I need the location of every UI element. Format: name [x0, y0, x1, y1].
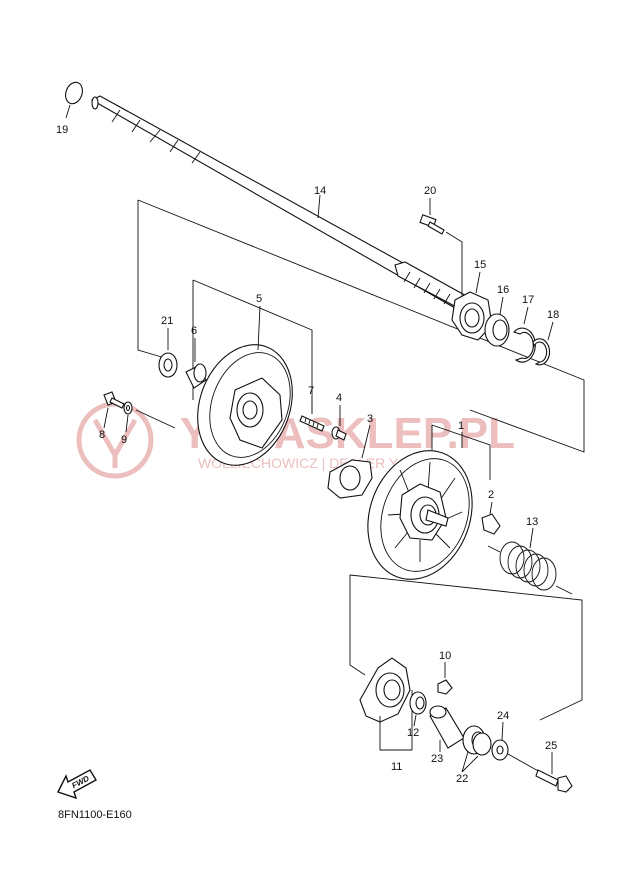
callout-20: 20 [424, 185, 436, 197]
leader-24-guide [507, 753, 541, 773]
stud-bolt-7 [299, 415, 325, 432]
callout-4: 4 [336, 392, 342, 404]
tuning-fork-logo [76, 401, 154, 479]
leader-12 [413, 714, 417, 727]
callout-1: 1 [458, 420, 464, 432]
bushing-22 [462, 725, 492, 756]
bolt-20 [419, 214, 445, 235]
callout-25: 25 [545, 740, 557, 752]
callout-23: 23 [431, 753, 443, 765]
callout-10: 10 [439, 650, 451, 662]
slider-2 [481, 513, 501, 535]
leader-8-guide [135, 409, 176, 429]
bushing-6 [185, 363, 207, 389]
callout-15: 15 [474, 259, 486, 271]
callout-19: 19 [56, 124, 68, 136]
leader-22 [461, 751, 479, 773]
callout-8: 8 [99, 429, 105, 441]
callout-22: 22 [456, 773, 468, 785]
circlip-18 [532, 338, 551, 366]
callout-6: 6 [191, 325, 197, 337]
cam-bracket-11 [359, 657, 411, 723]
o-ring-19 [65, 81, 83, 105]
plate-3 [327, 459, 373, 499]
diagram-code: 8FN1100-E160 [58, 809, 132, 821]
leader-17 [523, 306, 529, 325]
circlip-17 [513, 327, 536, 363]
leader-16 [499, 296, 504, 315]
callout-11: 11 [391, 761, 402, 773]
leader-18 [547, 321, 554, 341]
collar-23 [429, 705, 465, 749]
callout-17: 17 [522, 294, 534, 306]
torsion-spring-13 [487, 541, 573, 595]
bearing-16 [484, 313, 510, 347]
leader-2 [489, 501, 493, 515]
callout-12: 12 [407, 727, 419, 739]
bearing-housing-15 [451, 291, 493, 341]
callout-7: 7 [308, 385, 314, 397]
leader-15 [475, 271, 481, 294]
assembly-frame-spring [431, 424, 491, 480]
callout-13: 13 [526, 516, 538, 528]
washer-24 [491, 739, 509, 761]
forward-arrow-icon: FWD [57, 769, 97, 800]
leader-19 [65, 104, 71, 119]
bolt-8 [103, 391, 125, 409]
washer-9 [123, 401, 133, 415]
callout-14: 14 [314, 185, 326, 197]
leader-3 [361, 424, 371, 459]
bushing-12 [409, 691, 427, 715]
screw-4 [331, 426, 347, 441]
callout-21: 21 [161, 315, 173, 327]
callout-2: 2 [488, 489, 494, 501]
nut-10 [437, 679, 453, 695]
leader-5 [257, 305, 261, 351]
leader-8 [103, 407, 109, 429]
leader-9 [125, 414, 129, 433]
leader-24 [501, 721, 504, 741]
assembly-frame-upper [137, 199, 585, 453]
assembly-frame-lower [349, 574, 583, 721]
callout-3: 3 [367, 413, 373, 425]
callout-5: 5 [256, 293, 262, 305]
callout-16: 16 [497, 284, 509, 296]
washer-21 [158, 352, 178, 378]
secondary-shaft-14 [90, 95, 471, 313]
leader-14 [317, 194, 321, 219]
secondary-fixed-sheave-5 [197, 344, 293, 466]
callout-9: 9 [121, 434, 127, 446]
bolt-25 [535, 769, 573, 793]
callout-18: 18 [547, 309, 559, 321]
callout-24: 24 [497, 710, 509, 722]
watermark-tagline: WOLLIECHOWICZ | DEALER YAMAHA [198, 455, 448, 471]
leader-20-guide [445, 231, 463, 300]
leader-13 [529, 527, 534, 549]
secondary-sliding-sheave-1 [367, 450, 473, 580]
